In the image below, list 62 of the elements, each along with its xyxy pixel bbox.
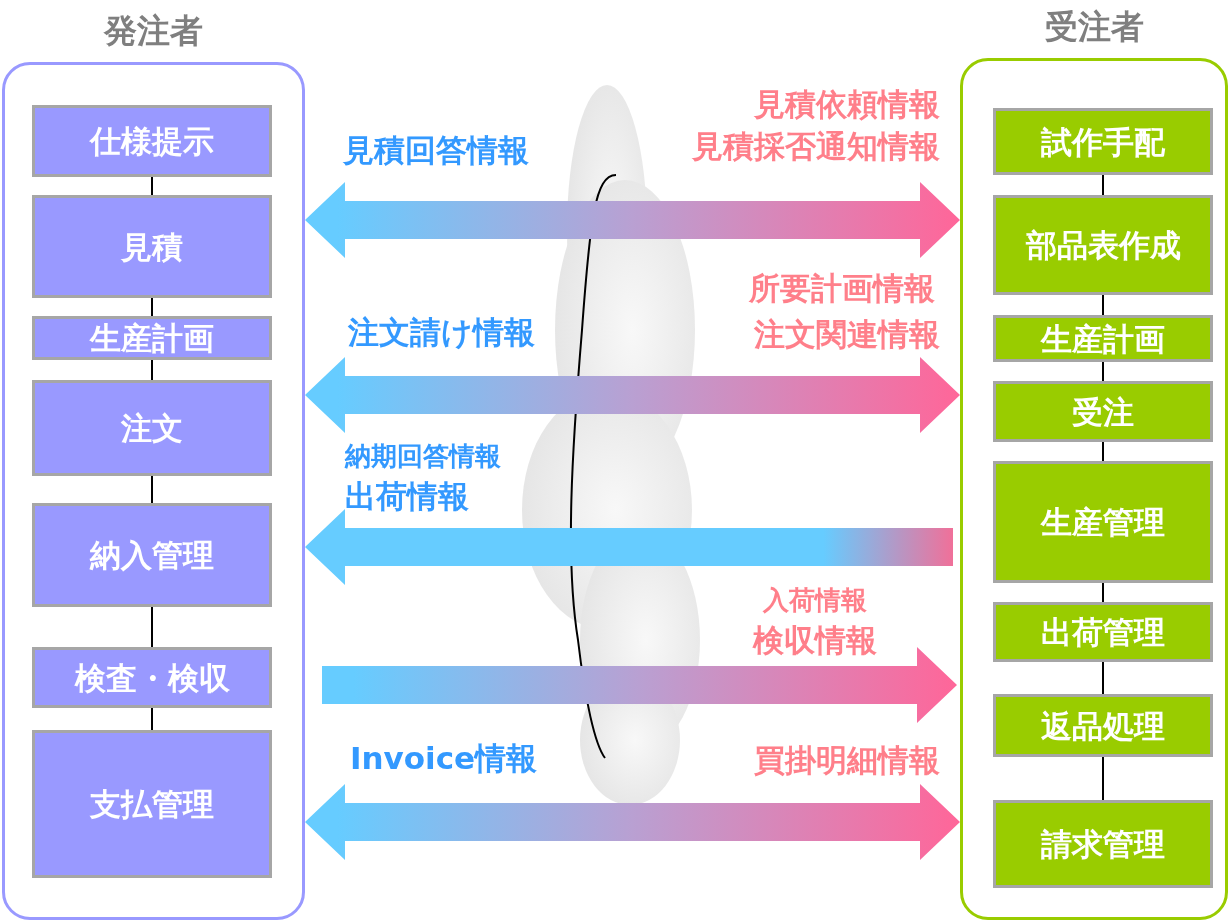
connector-line <box>1102 361 1104 382</box>
block-arrow <box>305 784 960 860</box>
flow-label: 見積採否通知情報 <box>692 128 940 165</box>
process-box <box>993 381 1213 442</box>
box-label: 生産管理 <box>1041 504 1165 540</box>
box-label: 支払管理 <box>90 786 214 822</box>
flow-label: 注文関連情報 <box>754 316 940 353</box>
box-label: 試作手配 <box>1041 123 1165 160</box>
connector-line <box>151 359 153 381</box>
box-label: 請求管理 <box>1041 826 1165 862</box>
process-box <box>32 105 272 177</box>
block-arrow <box>305 509 953 585</box>
block-arrow <box>305 357 960 433</box>
process-box <box>993 195 1213 295</box>
box-label: 部品表作成 <box>1025 227 1181 263</box>
flow-label: 見積依頼情報 <box>754 86 940 123</box>
flow-label: 検収情報 <box>753 622 877 659</box>
process-box <box>993 108 1213 175</box>
box-label: 見積 <box>121 228 183 265</box>
flow-label: 見積回答情報 <box>343 132 529 169</box>
box-label: 納入管理 <box>90 537 214 573</box>
process-box <box>32 316 272 360</box>
connector-line <box>1102 174 1104 196</box>
process-box <box>32 647 272 708</box>
process-box <box>32 380 272 476</box>
flow-label: Invoice情報 <box>350 740 538 777</box>
block-arrow <box>322 647 957 723</box>
box-label: 受注 <box>1072 393 1134 430</box>
connector-line <box>151 297 153 317</box>
process-box <box>993 602 1213 662</box>
process-box <box>32 503 272 607</box>
connector-line <box>151 475 153 504</box>
connector-line <box>1102 756 1104 801</box>
connector-line <box>151 176 153 196</box>
block-arrow <box>305 182 960 258</box>
box-label: 注文 <box>121 410 183 446</box>
flow-label: 納期回答情報 <box>345 440 501 472</box>
process-box <box>32 195 272 298</box>
process-box <box>32 730 272 878</box>
box-label: 仕様提示 <box>90 123 214 159</box>
connector-line <box>151 606 153 648</box>
box-label: 検査・検収 <box>74 659 230 696</box>
connector-line <box>151 707 153 731</box>
connector-line <box>1102 582 1104 603</box>
box-label: 生産計画 <box>1041 320 1165 357</box>
group-heading: 発注者 <box>102 10 204 52</box>
process-box <box>993 461 1213 583</box>
connector-line <box>1102 661 1104 695</box>
process-box <box>993 694 1213 757</box>
connector-line <box>1102 294 1104 316</box>
box-label: 生産計画 <box>90 320 214 356</box>
flow-label: 出荷情報 <box>345 478 469 515</box>
process-box <box>993 800 1213 888</box>
connector-line <box>1102 441 1104 462</box>
process-box <box>993 315 1213 362</box>
flow-label: 所要計画情報 <box>749 270 935 307</box>
flow-label: 買掛明細情報 <box>754 742 940 779</box>
group-heading: 受注者 <box>1043 6 1145 48</box>
box-label: 返品処理 <box>1041 707 1165 744</box>
flow-label: 入荷情報 <box>763 584 867 616</box>
flow-label: 注文請け情報 <box>348 314 535 351</box>
box-label: 出荷管理 <box>1041 614 1165 650</box>
